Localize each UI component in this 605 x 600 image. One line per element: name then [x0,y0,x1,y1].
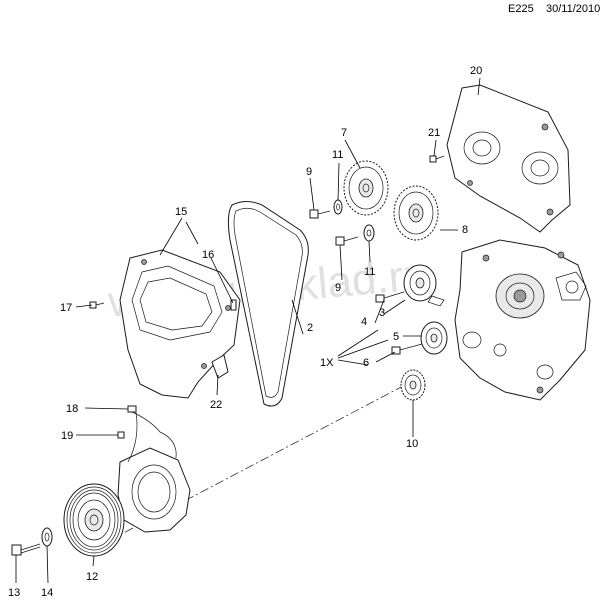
callout-18: 18 [66,403,78,415]
leader-lines [15,77,481,584]
crankshaft-pulley-12 [63,483,125,557]
callout-13: 13 [8,587,20,599]
camshaft-sprocket-7 [343,160,389,216]
callout-20: 20 [470,65,482,77]
tensioner-bolt-4 [375,291,405,303]
callout-14: 14 [41,587,53,599]
rear-cover-bolt-21 [429,155,445,163]
callout-4: 4 [361,316,367,328]
callout-10: 10 [406,438,418,450]
diagram-code: E225 [508,3,534,15]
callout-21: 21 [428,127,440,139]
lower-timing-cover [117,411,191,533]
callout-11b: 11 [364,266,375,278]
timing-belt [227,201,309,407]
rear-timing-cover [446,84,571,233]
callout-9a: 9 [306,166,312,178]
engine-block [454,239,591,401]
sensor-bolt-19 [117,431,125,439]
callout-7: 7 [341,127,347,139]
callout-22: 22 [210,399,222,411]
sprocket-bolt-9-upper [309,209,331,219]
callout-labels: 20 21 7 11 9 8 11 9 15 16 17 22 2 3 4 5 … [8,65,482,599]
cover-stud-16 [230,299,237,311]
tensioner-pulley-3 [403,264,445,307]
idler-bolt-6 [391,343,423,355]
callout-5: 5 [393,331,399,343]
diagram-date: 30/11/2010 [546,3,601,15]
callout-6: 6 [363,357,369,369]
sprocket-bolt-9-lower [335,236,359,246]
pulley-washer-14 [41,527,53,547]
cover-bracket-22 [211,354,229,379]
sprocket-washer-11-upper [333,199,343,215]
callout-9b: 9 [335,282,341,294]
callout-3: 3 [379,307,385,319]
camshaft-sprocket-8 [393,185,439,241]
callout-15: 15 [175,206,187,218]
callout-2: 2 [307,322,313,334]
sprocket-washer-11-lower [363,224,375,242]
cover-bolt-17 [89,301,105,309]
callout-17: 17 [60,302,72,314]
front-timing-cover [119,249,241,399]
pulley-bolt-13 [11,543,41,556]
callout-8: 8 [462,224,468,236]
sensor-clip-18 [127,405,137,413]
callout-1x: 1X [320,357,334,369]
crankshaft-sprocket-10 [400,369,426,401]
callout-11a: 11 [332,149,343,161]
callout-16: 16 [202,249,214,261]
idler-pulley-5 [420,321,448,355]
callout-19: 19 [61,430,73,442]
callout-12: 12 [86,571,98,583]
